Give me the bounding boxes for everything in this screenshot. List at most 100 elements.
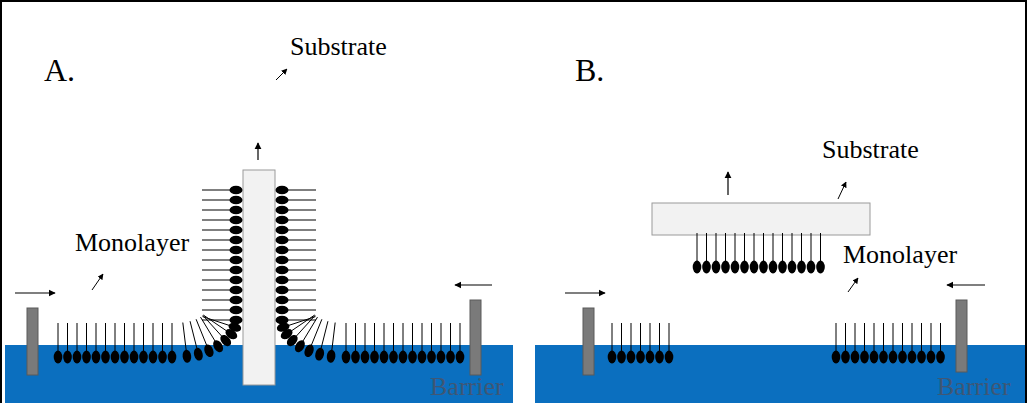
molecule-head <box>82 351 91 364</box>
molecule-tail <box>202 310 230 311</box>
molecule <box>759 233 768 274</box>
part-label: Monolayer <box>843 240 957 270</box>
molecule-tail <box>58 323 59 351</box>
molecule-tail <box>96 323 97 351</box>
leader-line <box>838 182 846 199</box>
molecule <box>832 323 841 364</box>
molecule-tail <box>321 321 328 348</box>
molecule-head <box>230 236 243 245</box>
part-label: Substrate <box>290 32 387 62</box>
panel-letter: B. <box>575 52 604 89</box>
molecule <box>202 276 243 285</box>
molecule-head <box>608 351 617 364</box>
molecule-tail <box>422 323 423 351</box>
molecule-tail <box>902 323 903 351</box>
molecule-tail <box>202 320 230 321</box>
molecule <box>111 323 120 364</box>
molecule <box>693 233 702 274</box>
molecule-head <box>389 351 398 364</box>
molecule-head <box>230 216 243 225</box>
molecule <box>769 233 778 274</box>
molecule <box>168 323 177 364</box>
part-label: Monolayer <box>75 228 189 258</box>
molecule-head <box>418 351 427 364</box>
molecule-tail <box>288 230 316 231</box>
molecule-head <box>889 351 898 364</box>
molecule-tail <box>883 323 884 351</box>
molecule-tail <box>669 323 670 351</box>
molecule <box>276 236 317 245</box>
molecule-tail <box>374 323 375 351</box>
molecule-head <box>158 351 167 364</box>
molecule <box>617 323 626 364</box>
molecule <box>702 233 711 274</box>
molecule <box>276 226 317 235</box>
molecule-head <box>702 261 711 274</box>
molecule <box>202 316 243 325</box>
molecule <box>636 323 645 364</box>
molecule <box>139 323 148 364</box>
molecule-head <box>879 351 888 364</box>
molecule-tail <box>196 319 207 345</box>
molecule <box>276 276 317 285</box>
molecule-head <box>73 351 82 364</box>
molecule-head <box>230 306 243 315</box>
molecule-tail <box>403 323 404 351</box>
molecule <box>202 236 243 245</box>
molecule-head <box>230 276 243 285</box>
molecule-tail <box>202 270 230 271</box>
molecule-tail <box>162 323 163 351</box>
molecule-tail <box>801 233 802 261</box>
water <box>535 345 1025 403</box>
molecule-tail <box>864 323 865 351</box>
molecule-tail <box>134 323 135 351</box>
molecule-tail <box>202 230 230 231</box>
molecule-head <box>769 261 778 274</box>
molecule-tail <box>202 200 230 201</box>
molecule <box>908 323 917 364</box>
molecule <box>202 306 243 315</box>
molecule-head <box>276 276 289 285</box>
barrier <box>583 308 594 375</box>
molecule <box>446 323 455 364</box>
molecule-head <box>908 351 917 364</box>
molecule <box>73 323 82 364</box>
molecule <box>276 266 317 275</box>
molecule <box>456 323 465 364</box>
molecule-head <box>370 351 379 364</box>
molecule <box>351 323 360 364</box>
molecule <box>202 206 243 215</box>
molecule-tail <box>782 233 783 261</box>
leader-line <box>848 278 858 292</box>
molecule <box>655 323 664 364</box>
molecule-tail <box>288 190 316 191</box>
molecule <box>149 323 158 364</box>
molecule-tail <box>921 323 922 351</box>
molecule-head <box>230 226 243 235</box>
molecule <box>750 233 759 274</box>
molecule-tail <box>893 323 894 351</box>
molecule-tail <box>183 323 186 351</box>
molecule-head <box>230 266 243 275</box>
molecule-head <box>111 351 120 364</box>
molecule-head <box>437 351 446 364</box>
molecule-tail <box>912 323 913 351</box>
leader-line <box>276 69 287 80</box>
molecule <box>608 323 617 364</box>
molecule-tail <box>697 233 698 261</box>
molecule <box>646 323 655 364</box>
molecule-head <box>721 261 730 274</box>
molecule-head <box>841 351 850 364</box>
molecule-tail <box>412 323 413 351</box>
molecule-tail <box>288 270 316 271</box>
molecule-tail <box>735 233 736 261</box>
molecule-head <box>427 351 436 364</box>
molecule-tail <box>288 260 316 261</box>
molecule-head <box>54 351 63 364</box>
molecule <box>63 323 72 364</box>
molecule <box>712 233 721 274</box>
molecule-head <box>276 186 289 195</box>
molecule-tail <box>659 323 660 351</box>
